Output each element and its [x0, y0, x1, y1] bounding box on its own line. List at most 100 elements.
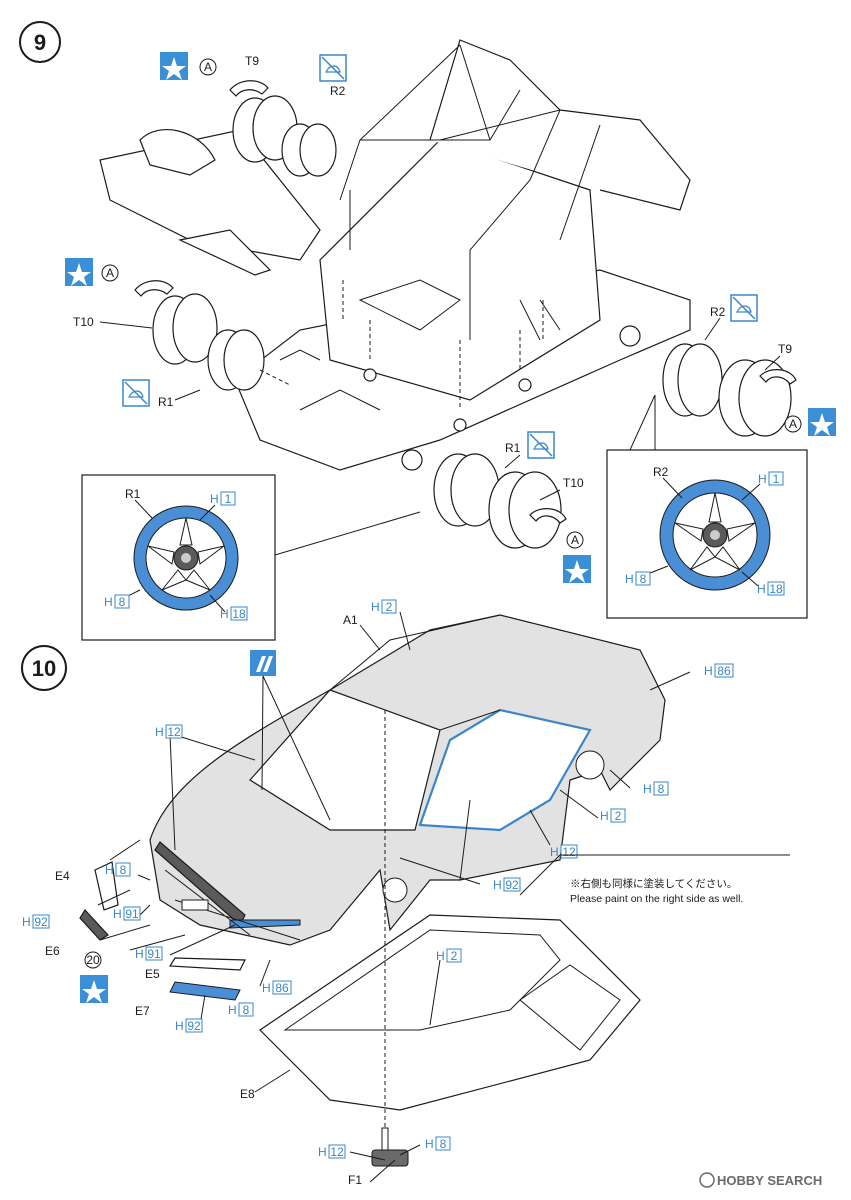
svg-text:18: 18: [232, 607, 246, 621]
watermark: HOBBY SEARCH: [699, 1172, 822, 1188]
svg-text:H: H: [425, 1137, 434, 1151]
svg-text:1: 1: [225, 492, 232, 506]
label-r2-top: R2: [330, 84, 346, 98]
wheel-left: [134, 280, 291, 391]
color-h86-bumper: 86: [275, 981, 289, 995]
step-number: 10: [32, 656, 56, 681]
svg-text:H: H: [704, 664, 713, 678]
svg-text:A: A: [571, 533, 579, 547]
step-10: 10: [21, 599, 790, 1187]
svg-text:8: 8: [640, 572, 647, 586]
label-t9-top: T9: [245, 54, 259, 68]
wheel-top-left: [229, 80, 337, 177]
svg-text:18: 18: [769, 582, 783, 596]
star-icon: [808, 408, 836, 436]
svg-text:H: H: [757, 582, 766, 596]
svg-text:A: A: [106, 266, 114, 280]
color-h92-mirror: 92: [505, 878, 519, 892]
svg-text:H: H: [175, 1019, 184, 1033]
color-h2-glass: 2: [451, 949, 458, 963]
star-icon: [563, 555, 591, 583]
svg-text:H: H: [625, 572, 634, 586]
label-e8: E8: [240, 1087, 255, 1101]
chassis-assembly: [234, 39, 691, 471]
label-e7: E7: [135, 1004, 150, 1018]
label-r1-left: R1: [158, 395, 174, 409]
detail-left-part-label: R1: [125, 487, 141, 501]
svg-text:H: H: [220, 607, 229, 621]
color-h8-f1: 8: [440, 1137, 447, 1151]
svg-text:H: H: [105, 863, 114, 877]
svg-text:H: H: [643, 782, 652, 796]
svg-text:H: H: [113, 907, 122, 921]
svg-text:H: H: [155, 725, 164, 739]
no-glue-icon: [122, 379, 150, 407]
circle-a-icon: A: [566, 531, 584, 549]
color-h2-top: 2: [386, 600, 393, 614]
svg-text:H: H: [210, 492, 219, 506]
svg-text:H: H: [600, 809, 609, 823]
label-a1: A1: [343, 613, 358, 627]
color-h91-e5: 91: [147, 947, 161, 961]
color-h91-front: 91: [125, 907, 139, 921]
star-icon: [80, 975, 108, 1003]
svg-text:H: H: [550, 845, 559, 859]
label-circle-20: 20: [86, 953, 100, 967]
color-h92-e6: 92: [34, 915, 48, 929]
svg-text:H: H: [493, 878, 502, 892]
window-glass: [259, 914, 641, 1111]
small-parts: [79, 839, 246, 1001]
circle-a-icon: A: [784, 415, 802, 433]
svg-text:H: H: [262, 981, 271, 995]
color-box: [220, 491, 236, 506]
watermark-text: HOBBY SEARCH: [717, 1173, 822, 1188]
note-bracket: [519, 854, 790, 896]
color-h12-door: 12: [562, 845, 576, 859]
label-e5: E5: [145, 967, 160, 981]
svg-text:H: H: [22, 915, 31, 929]
note-japanese: ※右側も同様に塗装してください。: [570, 877, 737, 890]
svg-text:1: 1: [773, 472, 780, 486]
label-t10-bottom: T10: [563, 476, 584, 490]
svg-text:H: H: [104, 595, 113, 609]
label-e6: E6: [45, 944, 60, 958]
star-icon: [65, 258, 93, 286]
svg-text:A: A: [204, 60, 212, 74]
circle-a-icon: A: [101, 264, 119, 282]
svg-text:H: H: [228, 1003, 237, 1017]
label-f1: F1: [348, 1173, 362, 1187]
color-h8-rear: 8: [658, 782, 665, 796]
note-english: Please paint on the right side as well.: [570, 893, 743, 905]
svg-text:A: A: [789, 417, 797, 431]
svg-text:8: 8: [119, 595, 126, 609]
svg-text:H: H: [135, 947, 144, 961]
no-glue-icon: [319, 54, 347, 82]
wheel-right: [619, 325, 797, 437]
wheel-bottom: [401, 449, 567, 549]
color-h8-e4: 8: [120, 863, 127, 877]
detail-right-part-label: R2: [653, 465, 669, 479]
color-h92-e7: 92: [187, 1019, 201, 1033]
svg-text:H: H: [371, 600, 380, 614]
rear-view-mirror: [371, 710, 409, 1167]
label-e4: E4: [55, 869, 70, 883]
color-h12-left: 12: [167, 725, 181, 739]
color-callouts: H 2 H 86 H 12 H 8 H 2 H 12 H 92 H 8 H: [22, 599, 734, 1159]
color-h86-rear: 86: [717, 664, 731, 678]
svg-text:H: H: [758, 472, 767, 486]
star-icon: [160, 52, 188, 80]
label-r2-right: R2: [710, 305, 726, 319]
circle-a-icon: A: [199, 58, 217, 76]
step-number-badge: [19, 21, 61, 63]
step-9: 9: [19, 21, 836, 641]
no-glue-icon: [527, 431, 555, 459]
svg-text:H: H: [318, 1145, 327, 1159]
label-t10-left: T10: [73, 315, 94, 329]
label-t9-right: T9: [778, 342, 792, 356]
color-h2-door: 2: [615, 809, 622, 823]
svg-text:H: H: [436, 949, 445, 963]
paint-icon: [250, 650, 331, 821]
step-number: 9: [34, 30, 46, 55]
label-r1-bottom: R1: [505, 441, 521, 455]
